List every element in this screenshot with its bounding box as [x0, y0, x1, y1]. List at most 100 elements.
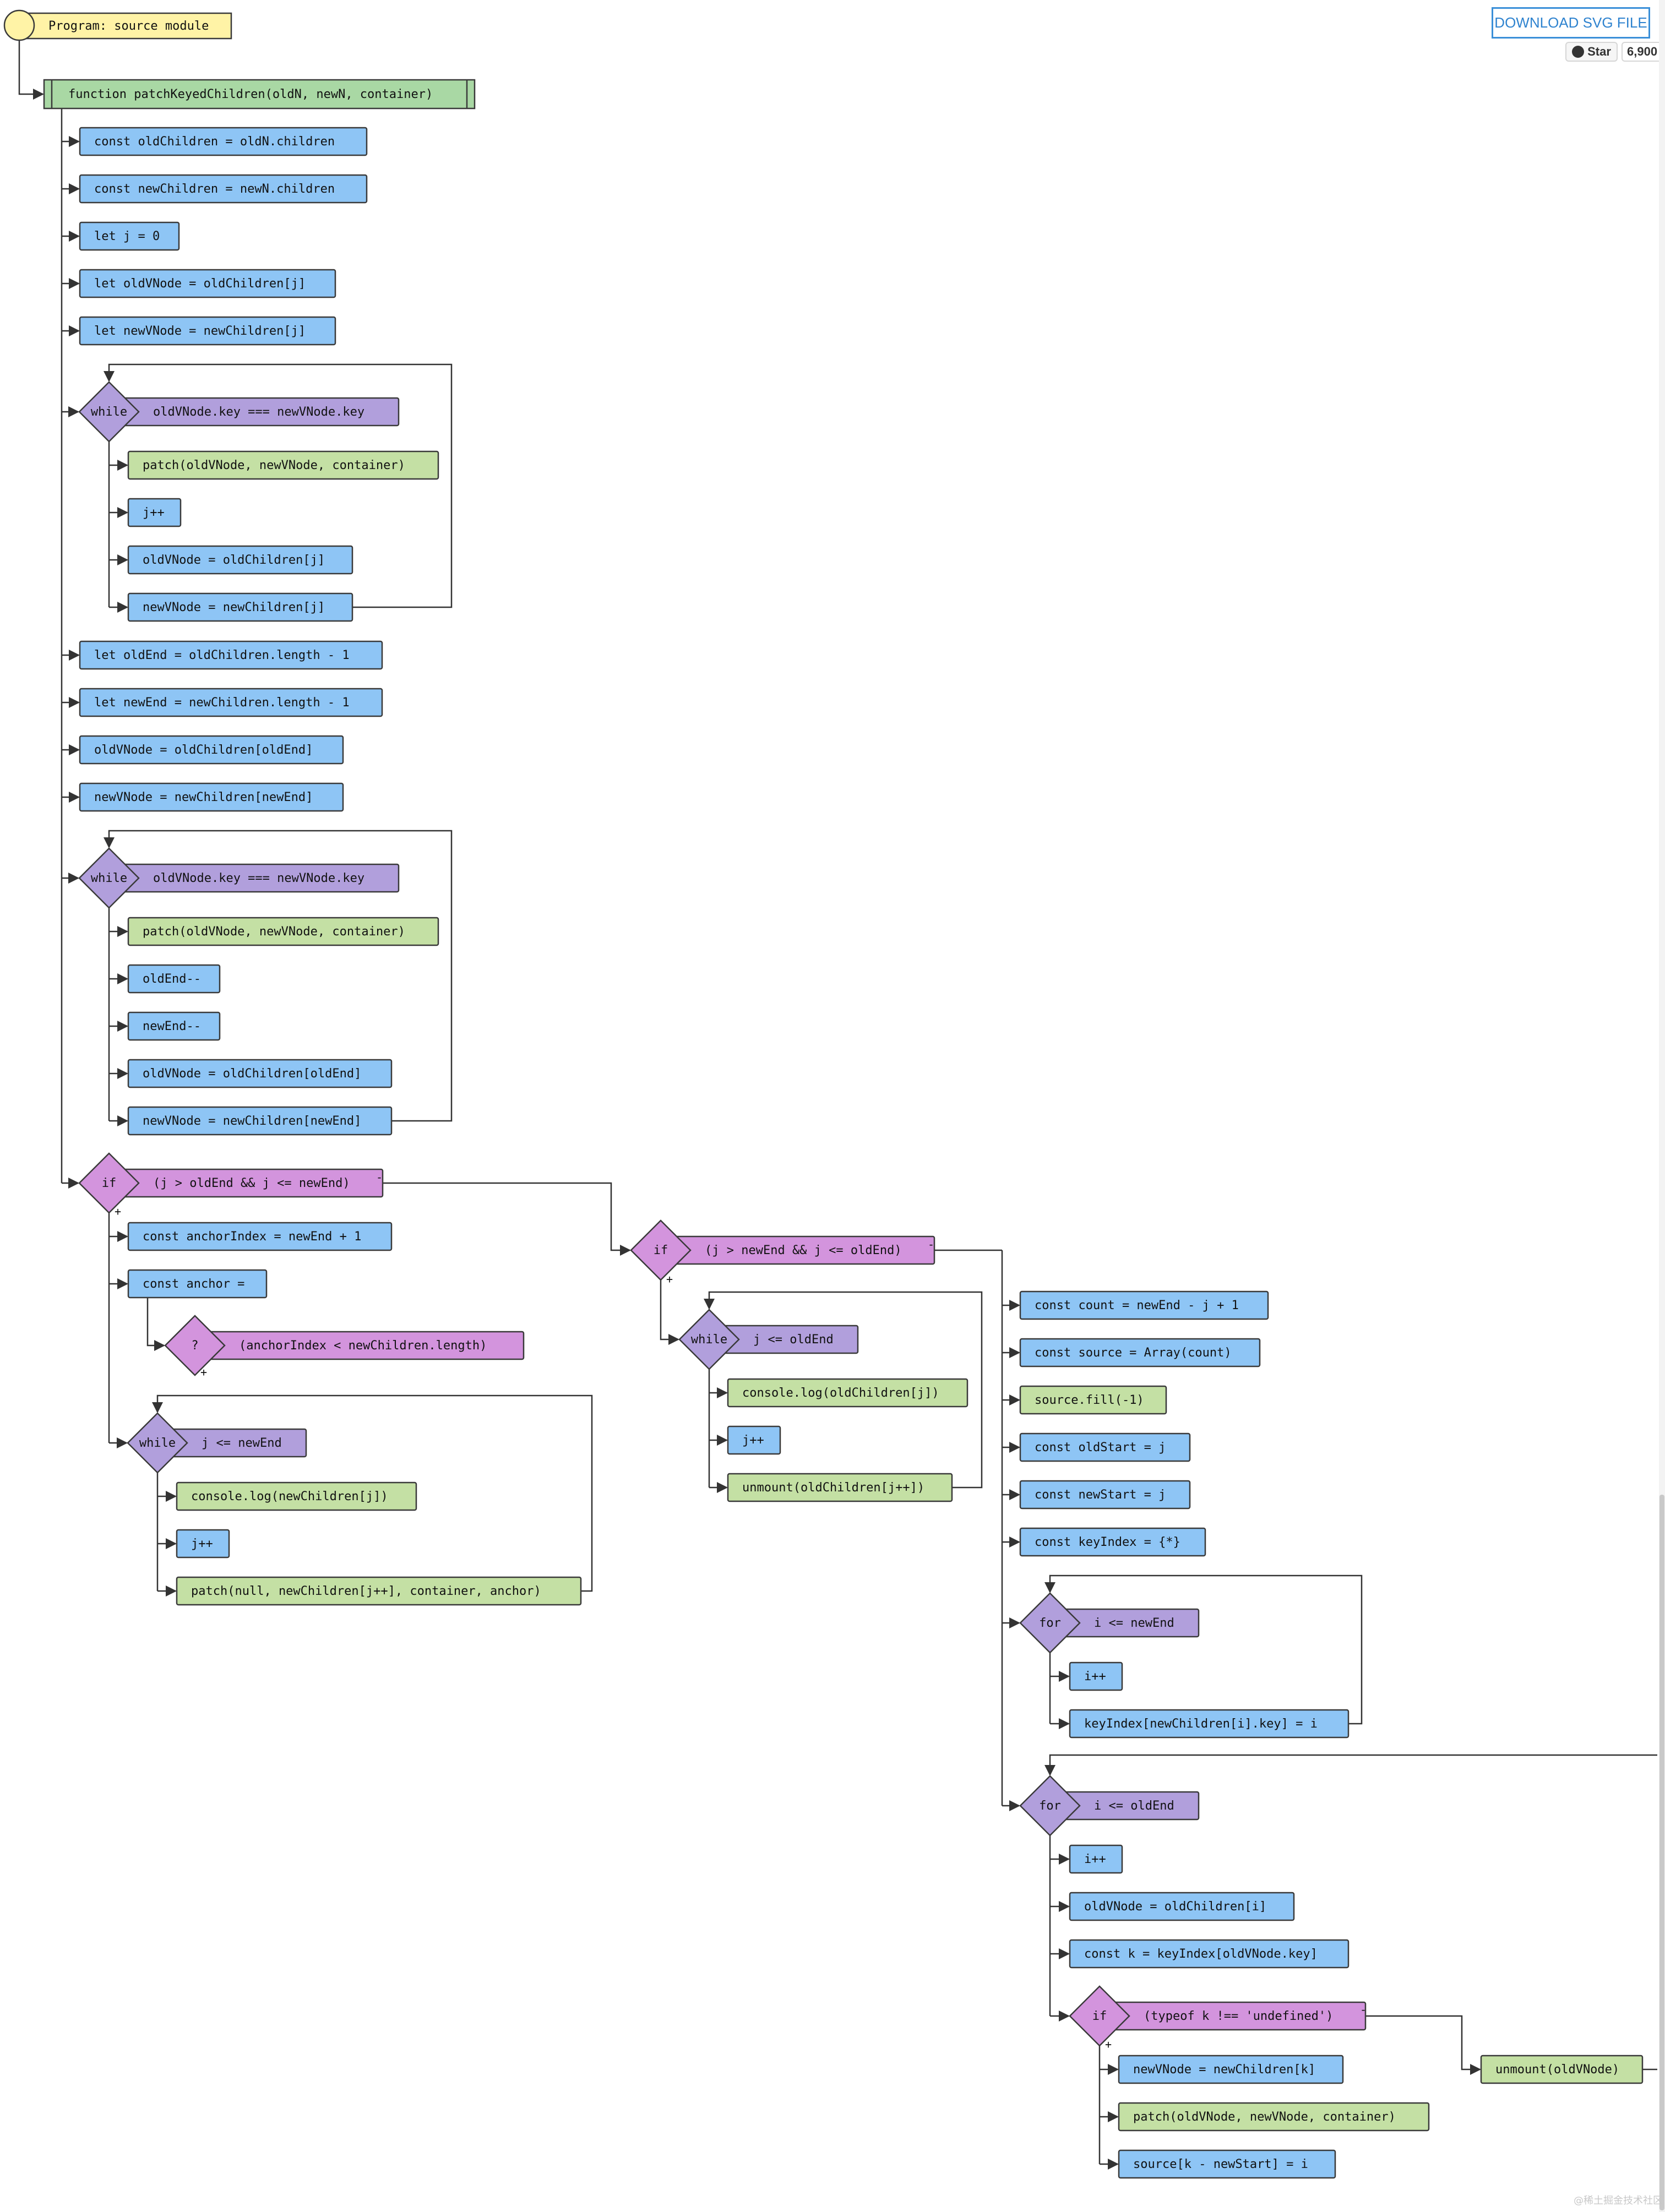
else-statement-box — [1019, 1338, 1261, 1367]
else-statement-box — [1019, 1527, 1206, 1557]
ternary-plus-label: + — [200, 1366, 207, 1379]
ternary-condition: (anchorIndex < newChildren.length) — [239, 1339, 487, 1353]
if-3-then-label: newVNode = newChildren[k] — [1133, 2063, 1315, 2077]
for-1-diamond — [1019, 1592, 1081, 1654]
while-3-body-box — [176, 1576, 582, 1606]
loop-back-line — [152, 1394, 593, 1592]
statement-box — [79, 782, 344, 812]
if-2-diamond — [630, 1219, 692, 1281]
github-star-button[interactable]: Star — [1565, 42, 1618, 62]
else-statement-label: const count = newEnd - j + 1 — [1035, 1299, 1239, 1312]
for-2-body-box — [1069, 1844, 1123, 1874]
while-2-body-box — [127, 964, 221, 994]
statement-box — [79, 221, 180, 251]
for-1-body-box — [1069, 1709, 1350, 1739]
while-1-body-box — [127, 498, 182, 527]
statement-label: const oldChildren = oldN.children — [94, 135, 335, 149]
while-4-body-label: unmount(oldChildren[j++]) — [742, 1481, 924, 1495]
while-1-diamond — [78, 381, 140, 443]
if-1-else-line — [383, 1182, 631, 1256]
statement-label: let j = 0 — [94, 230, 160, 243]
while-1-condition: oldVNode.key === newVNode.key — [153, 405, 364, 419]
scrollbar-track[interactable] — [1659, 0, 1665, 2212]
while-2-body-label: patch(oldVNode, newVNode, container) — [143, 925, 405, 939]
while-1-body-label: patch(oldVNode, newVNode, container) — [143, 459, 405, 472]
else-statement-box — [1019, 1480, 1191, 1510]
loop-back-line — [104, 830, 453, 1122]
while-2-body-box — [127, 1106, 393, 1136]
while-2-condition: oldVNode.key === newVNode.key — [153, 871, 364, 885]
program-box — [21, 12, 232, 40]
download-svg-button[interactable]: DOWNLOAD SVG FILE — [1492, 7, 1650, 39]
else-statement-label: const keyIndex = {*} — [1035, 1535, 1180, 1549]
if-1-keyword: if — [102, 1176, 117, 1190]
for-2-diamond — [1019, 1775, 1081, 1837]
while-3-condition: j <= newEnd — [202, 1436, 282, 1450]
while-4-condition: j <= oldEnd — [753, 1333, 834, 1347]
if-1-then-label: const anchorIndex = newEnd + 1 — [143, 1230, 361, 1244]
for-2-condition: i <= oldEnd — [1094, 1799, 1174, 1813]
while-3-body-label: j++ — [191, 1537, 213, 1551]
while-1-body-box — [127, 450, 439, 480]
statement-box — [79, 269, 336, 298]
statement-label: oldVNode = oldChildren[oldEnd] — [94, 743, 313, 757]
while-1-keyword: while — [91, 405, 127, 419]
while-4-keyword: while — [691, 1333, 727, 1347]
for-2-body-label: oldVNode = oldChildren[i] — [1084, 1900, 1266, 1914]
if-3-then-box — [1118, 2149, 1336, 2179]
statement-box — [79, 735, 344, 765]
if-3-then-label: patch(oldVNode, newVNode, container) — [1133, 2110, 1396, 2124]
statement-box — [79, 688, 383, 717]
while-3-body-box — [176, 1481, 417, 1511]
while-2-body-label: oldVNode = oldChildren[oldEnd] — [143, 1067, 361, 1081]
if-3-condition: (typeof k !== 'undefined') — [1144, 2009, 1333, 2023]
while-2-body-box — [127, 917, 439, 946]
if-3-minus-label: - — [1360, 2003, 1367, 2017]
if-2-keyword: if — [654, 1244, 668, 1257]
while-2-diamond — [78, 847, 140, 909]
if-3-diamond — [1069, 1985, 1130, 2047]
else-statement-box — [1019, 1385, 1167, 1415]
if-3-then-label: source[k - newStart] = i — [1133, 2157, 1308, 2171]
while-2-body-label: oldEnd-- — [143, 972, 201, 986]
github-icon — [1572, 46, 1585, 58]
else-statement-label: const oldStart = j — [1035, 1441, 1166, 1454]
if-1-then-box — [127, 1269, 268, 1299]
if-2-minus-label: - — [928, 1238, 934, 1251]
function-box — [43, 79, 476, 110]
if-3-else-line — [1365, 2015, 1481, 2075]
for-2-body-box — [1069, 1939, 1350, 1969]
while-1-body-box — [127, 592, 353, 622]
while-3-diamond — [127, 1412, 188, 1474]
if-1-plus-label: + — [115, 1205, 121, 1218]
while-4-diamond — [678, 1309, 740, 1370]
else-statement-label: const source = Array(count) — [1035, 1346, 1232, 1360]
anchor-to-ternary — [146, 1298, 165, 1351]
else-statement-box — [1019, 1432, 1191, 1462]
if-2-plus-label: + — [666, 1273, 673, 1286]
if-2-to-while — [660, 1280, 679, 1345]
function-label: function patchKeyedChildren(oldN, newN, … — [68, 88, 433, 101]
ternary-diamond — [164, 1315, 226, 1376]
if-3-keyword: if — [1092, 2009, 1107, 2023]
else-statement-box — [1019, 1290, 1269, 1320]
statement-box — [79, 640, 383, 670]
scrollbar-thumb[interactable] — [1659, 1495, 1664, 2210]
statement-label: let newEnd = newChildren.length - 1 — [94, 696, 350, 710]
while-1-body-label: oldVNode = oldChildren[j] — [143, 553, 325, 567]
for-1-body-label: keyIndex[newChildren[i].key] = i — [1084, 1717, 1318, 1731]
if-2-condition: (j > newEnd && j <= oldEnd) — [705, 1244, 902, 1257]
statement-label: let oldEnd = oldChildren.length - 1 — [94, 649, 350, 662]
for-1-body-box — [1069, 1661, 1123, 1691]
for-1-keyword: for — [1039, 1616, 1061, 1630]
while-4-body-box — [727, 1425, 781, 1455]
if-1-then-label: const anchor = — [143, 1277, 244, 1291]
while-3-body-box — [176, 1529, 230, 1559]
for-2-body-label: i++ — [1084, 1853, 1106, 1866]
watermark: @稀土掘金技术社区 — [1574, 2195, 1663, 2206]
star-count[interactable]: 6,900 — [1622, 42, 1665, 62]
star-label: Star — [1587, 45, 1611, 58]
if-3-then-box — [1118, 2055, 1344, 2084]
for-1-body-label: i++ — [1084, 1670, 1106, 1683]
